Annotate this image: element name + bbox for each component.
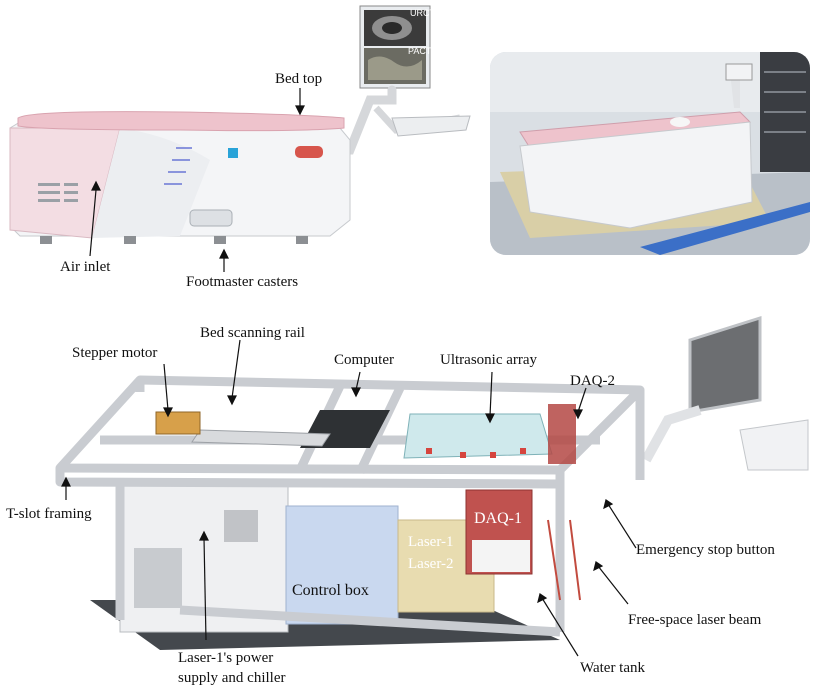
label-ultrasonic-array: Ultrasonic array [440,352,538,368]
label-laser1-power-line2: supply and chiller [178,670,286,686]
label-stepper-motor: Stepper motor [72,345,158,361]
label-control-box: Control box [292,582,369,599]
label-daq-1: DAQ-1 [474,510,522,527]
label-t-slot-framing: T-slot framing [6,506,92,522]
label-bed-scanning-rail: Bed scanning rail [200,325,305,341]
label-laser-1: Laser-1 [408,534,454,550]
label-air-inlet: Air inlet [60,259,111,275]
label-footmaster-casters: Footmaster casters [186,274,299,290]
bed-photo [490,52,810,255]
label-water-tank: Water tank [580,660,646,676]
monitor-label-top: URCT [410,8,435,18]
label-laser-2: Laser-2 [408,556,454,572]
label-free-space-laser: Free-space laser beam [628,612,762,628]
label-daq-2: DAQ-2 [570,373,615,389]
monitor [359,5,431,89]
monitor-label-bottom: PACT [408,46,432,56]
label-emergency-stop: Emergency stop button [636,542,775,558]
label-bed-top: Bed top [275,71,323,87]
label-computer: Computer [334,352,394,368]
label-laser1-power-line1: Laser-1's power [178,650,274,666]
